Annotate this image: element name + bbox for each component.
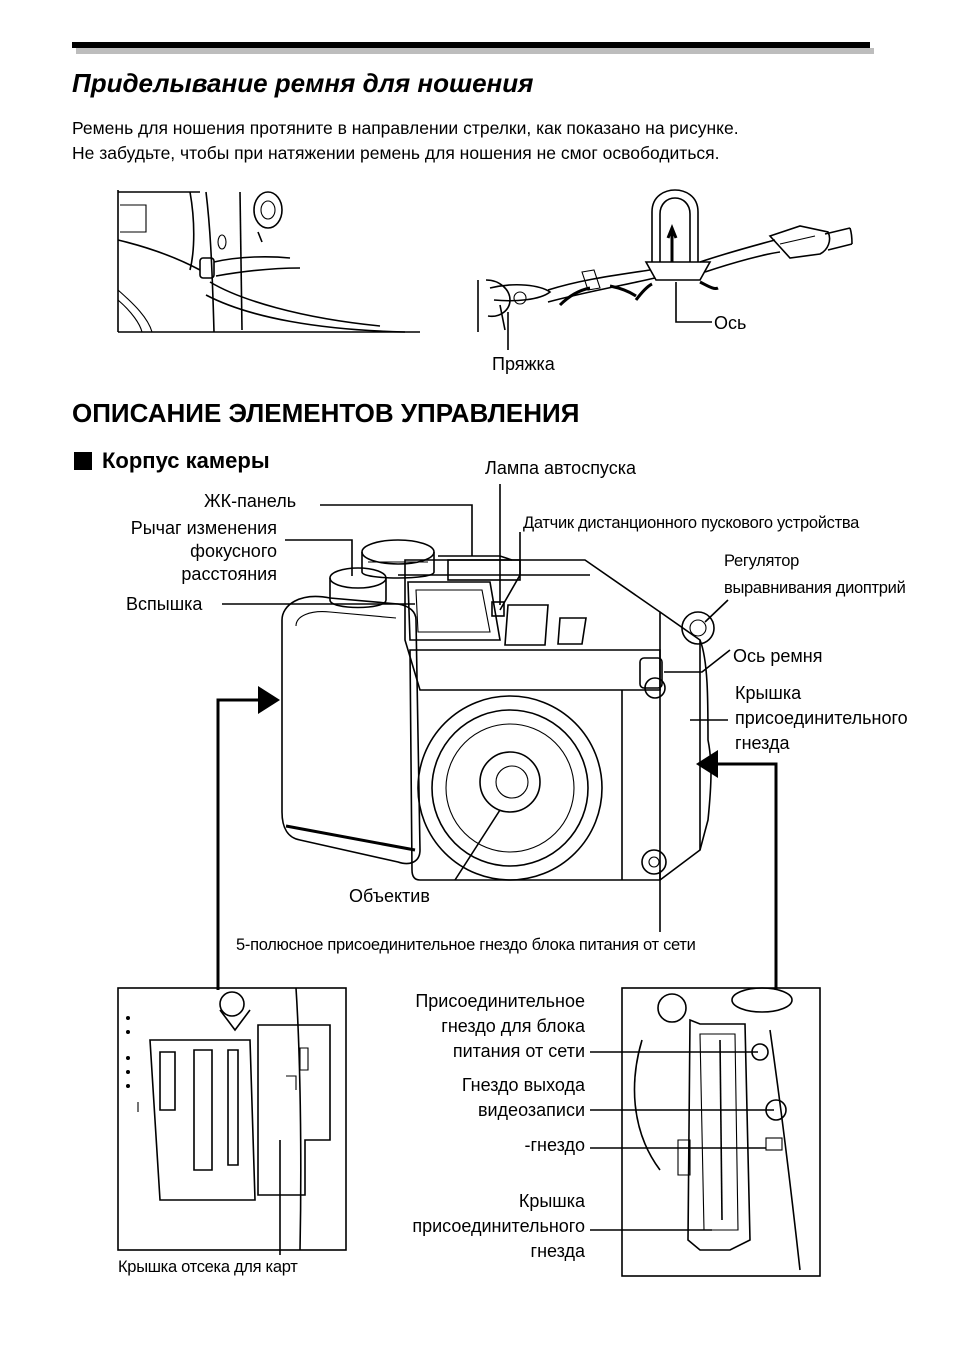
label-connector-cover: Крышка присоединительного гнезда	[735, 681, 908, 756]
strap-instructions: Ремень для ношения протяните в направлен…	[72, 116, 739, 166]
strap-figure-camera-side	[117, 190, 420, 333]
label-video-out: Гнездо выхода видеозаписи	[462, 1073, 585, 1123]
label-diopter: Регулятор выравнивания диоптрий	[724, 548, 906, 602]
view-arrows	[216, 686, 778, 990]
subsection-camera-body: Корпус камеры	[74, 448, 270, 474]
label-connector-cover-2-line-2: присоединительного	[412, 1216, 585, 1236]
label-connector-cover-line-2: присоединительного	[735, 708, 908, 728]
label-dc-in-line-3: питания от сети	[452, 1041, 585, 1061]
label-zoom-lever-line-1: Рычаг изменения	[130, 518, 277, 538]
label-flash: Вспышка	[126, 594, 203, 614]
square-bullet-icon	[74, 452, 92, 470]
strap-instruction-line-1: Ремень для ношения протяните в направлен…	[72, 118, 739, 138]
label-usb-jack: -гнездо	[524, 1135, 586, 1155]
label-strap-axis: Ось ремня	[733, 646, 823, 666]
camera-body-drawing	[281, 539, 715, 881]
label-video-out-line-1: Гнездо выхода	[461, 1075, 585, 1095]
label-connector-cover-2: Крышка присоединительного гнезда	[412, 1189, 585, 1264]
label-diopter-line-2: выравнивания диоптрий	[724, 579, 906, 597]
card-cover-figure	[117, 987, 347, 1255]
label-self-timer-lamp: Лампа автоспуска	[485, 458, 637, 478]
label-card-cover: Крышка отсека для карт	[118, 1258, 298, 1276]
label-connector-cover-2-line-3: гнезда	[530, 1241, 586, 1261]
label-dc-jack-5pin: 5-полюсное присоединительное гнездо блок…	[236, 936, 696, 954]
label-remote-sensor: Датчик дистанционного пускового устройст…	[523, 514, 859, 532]
header-rule	[72, 42, 870, 48]
header-rule-shadow	[76, 48, 874, 54]
strap-figure-buckle	[477, 189, 853, 350]
label-dc-in-line-1: Присоединительное	[415, 991, 585, 1011]
label-diopter-line-1: Регулятор	[724, 552, 799, 570]
label-connector-cover-line-1: Крышка	[735, 683, 802, 703]
section-title-strap: Приделывание ремня для ношения	[72, 68, 534, 98]
label-dc-in-line-2: гнездо для блока	[441, 1016, 585, 1036]
label-lens: Объектив	[349, 886, 430, 906]
label-zoom-lever-line-3: расстояния	[181, 564, 277, 584]
camera-leaders	[222, 484, 731, 932]
section-title-controls: ОПИСАНИЕ ЭЛЕМЕНТОВ УПРАВЛЕНИЯ	[72, 398, 580, 428]
label-axis: Ось	[714, 313, 747, 333]
label-connector-cover-2-line-1: Крышка	[518, 1191, 585, 1211]
strap-instruction-line-2: Не забудьте, чтобы при натяжении ремень …	[72, 143, 720, 163]
label-buckle: Пряжка	[492, 354, 555, 374]
label-connector-cover-line-3: гнезда	[735, 733, 790, 753]
label-video-out-line-2: видеозаписи	[477, 1100, 585, 1120]
connector-side-figure	[590, 987, 821, 1277]
label-zoom-lever-line-2: фокусного	[190, 541, 277, 561]
label-zoom-lever: Рычаг изменения фокусного расстояния	[131, 517, 277, 586]
label-dc-in: Присоединительное гнездо для блока питан…	[415, 989, 585, 1064]
subsection-camera-body-text: Корпус камеры	[102, 448, 270, 473]
label-lcd-panel: ЖК-панель	[204, 491, 297, 511]
